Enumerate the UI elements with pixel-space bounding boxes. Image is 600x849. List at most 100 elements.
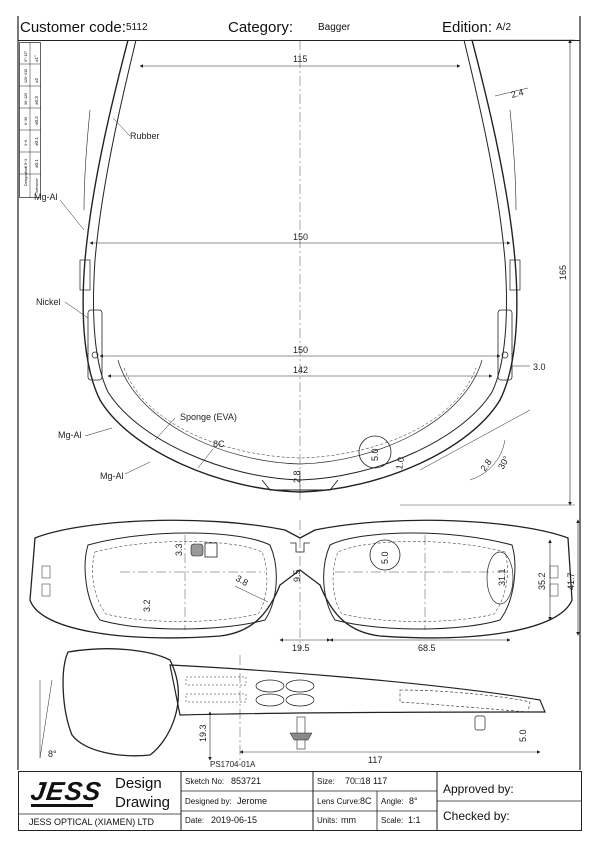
tol-row-designation: 6~30	[24, 117, 28, 125]
tolerance-table: Designation Tolerance 0.5~3 ±0.1 3~6 ±0.…	[19, 42, 41, 198]
detail-circle-front	[369, 539, 401, 571]
dim-9-5-label: 9.5	[292, 569, 302, 582]
mg-al-callout-2: Mg-Al	[58, 430, 82, 440]
mg-al-leader-2	[84, 427, 113, 437]
temple-vent-right	[549, 565, 559, 579]
dim-2-8-side-label: 2.8	[478, 457, 493, 473]
company-name: JESS OPTICAL (XIAMEN) LTD	[29, 817, 155, 827]
wrap-angle-line	[419, 409, 531, 471]
designation-header: Designation	[24, 167, 28, 186]
tolerance-header: Tolerance	[35, 178, 39, 194]
side-hinge-slot-right-2	[285, 693, 315, 707]
sketch-no-value: 853721	[231, 776, 262, 786]
tol-row-value: ±0.1	[34, 159, 39, 168]
side-view: 19.3 117 5.0 8°	[39, 648, 546, 765]
dim-68-5-label: 68.5	[418, 643, 436, 653]
hinge-block-right	[497, 309, 513, 381]
screw-right	[501, 351, 509, 359]
category-label: Category:	[228, 19, 294, 36]
lens-right	[323, 532, 516, 630]
dim-3-8-label: 3.8	[234, 573, 250, 588]
tol-row-value: ±1°	[34, 55, 39, 62]
screw-left	[91, 351, 99, 359]
designed-by-value: Jerome	[237, 796, 268, 806]
nickel-callout: Nickel	[36, 297, 61, 307]
side-hinge-slot-right	[285, 679, 315, 693]
temple-vent-left	[41, 565, 51, 579]
dim-1-0-label: 1.0	[394, 456, 406, 470]
side-lens-outline	[62, 648, 179, 757]
date-label: Date:	[185, 816, 205, 825]
dim-31-1-label: 31.1	[497, 568, 507, 586]
lens-curve-value: 8C	[360, 796, 372, 806]
units-label: Units:	[317, 816, 338, 825]
lens-right-groove	[332, 541, 508, 622]
dim-3-0-label: 3.0	[533, 362, 546, 372]
dim-19-3-label: 19.3	[198, 724, 208, 742]
dim-2-8-bridge-label: 2.8	[292, 470, 302, 483]
temple-rubber-right	[509, 109, 517, 211]
dim-5-0-front-label: 5.0	[380, 551, 390, 564]
dim-142-label: 142	[293, 365, 308, 375]
side-section-hatch	[289, 732, 313, 741]
dim-115-label: 115	[293, 54, 307, 64]
mg-al-leader-1	[59, 199, 85, 231]
groove-section	[204, 542, 218, 558]
title-drawing: Drawing	[115, 794, 171, 811]
sponge-callout: Sponge (EVA)	[180, 412, 237, 422]
lens-left	[84, 532, 277, 630]
dim-41-7-label: 41.7	[566, 572, 576, 590]
leader-2-4	[494, 87, 529, 97]
angle-ref-tilt	[39, 679, 53, 759]
sponge-leader	[154, 417, 176, 441]
hinge-left	[79, 259, 91, 291]
nickel-leader	[64, 301, 89, 319]
technical-drawing: 115 150 150 142 165 2.4 3.0 5.0 1.0 2.8 …	[17, 16, 581, 770]
angle-8-label: 8°	[48, 749, 57, 759]
dim-35-2-label: 35.2	[537, 572, 547, 590]
lens-curve	[117, 359, 483, 465]
mg-al-callout-3: Mg-Al	[100, 471, 124, 481]
edition-label: Edition:	[442, 19, 493, 36]
sketch-no-label: Sketch No:	[185, 777, 225, 786]
leader-3-8	[234, 585, 269, 603]
tol-row-designation: 0°~15°	[24, 50, 28, 62]
mg-al-leader-3	[124, 461, 151, 475]
lens-depth-ellipse	[486, 551, 514, 605]
tol-row-value: ±0.1	[34, 137, 39, 146]
dim-165-label: 165	[558, 265, 568, 280]
customer-code-value: 5112	[126, 22, 148, 33]
side-vent-lower	[185, 693, 247, 703]
side-vent-upper	[185, 676, 247, 686]
tol-row-designation: 0.5~3	[24, 159, 28, 168]
nose-bridge-detail	[290, 542, 310, 553]
tolerance-grid: Designation Tolerance 0.5~3 ±0.1 3~6 ±0.…	[19, 42, 41, 198]
temple-vent-left	[41, 583, 51, 597]
hinge-block-left	[87, 309, 103, 381]
hinge-right	[509, 259, 521, 291]
jess-logo-text: JESS	[28, 776, 104, 806]
temple-rubber-left	[83, 109, 91, 211]
dim-3-2-label: 3.2	[142, 599, 152, 612]
dim-150-temples-label: 150	[293, 232, 308, 242]
detail-circle-top	[358, 435, 392, 469]
scale-label: Scale:	[381, 816, 404, 825]
rubber-callout: Rubber	[130, 131, 160, 141]
category-value: Bagger	[318, 22, 351, 33]
designed-by-label: Designed by:	[185, 797, 232, 806]
side-hinge-slot-left-2	[255, 693, 285, 707]
date-value: 2019-06-15	[211, 815, 258, 825]
size-label: Size:	[317, 777, 335, 786]
part-number: PS1704-01A	[210, 760, 256, 769]
temple-vent-right	[549, 583, 559, 597]
side-temple-tip	[399, 689, 531, 713]
groove-section-fill	[190, 543, 204, 557]
tol-row-designation: 3~6	[24, 140, 28, 146]
mg-al-callout-1: Mg-Al	[34, 192, 58, 202]
wrap-angle-label: 30°	[496, 454, 512, 471]
size-value: 70□18 117	[345, 776, 388, 786]
checked-by-label: Checked by:	[443, 809, 510, 823]
side-temple-outline	[169, 664, 546, 716]
side-hinge-slot-left	[255, 679, 285, 693]
angle-value: 8°	[409, 796, 418, 806]
